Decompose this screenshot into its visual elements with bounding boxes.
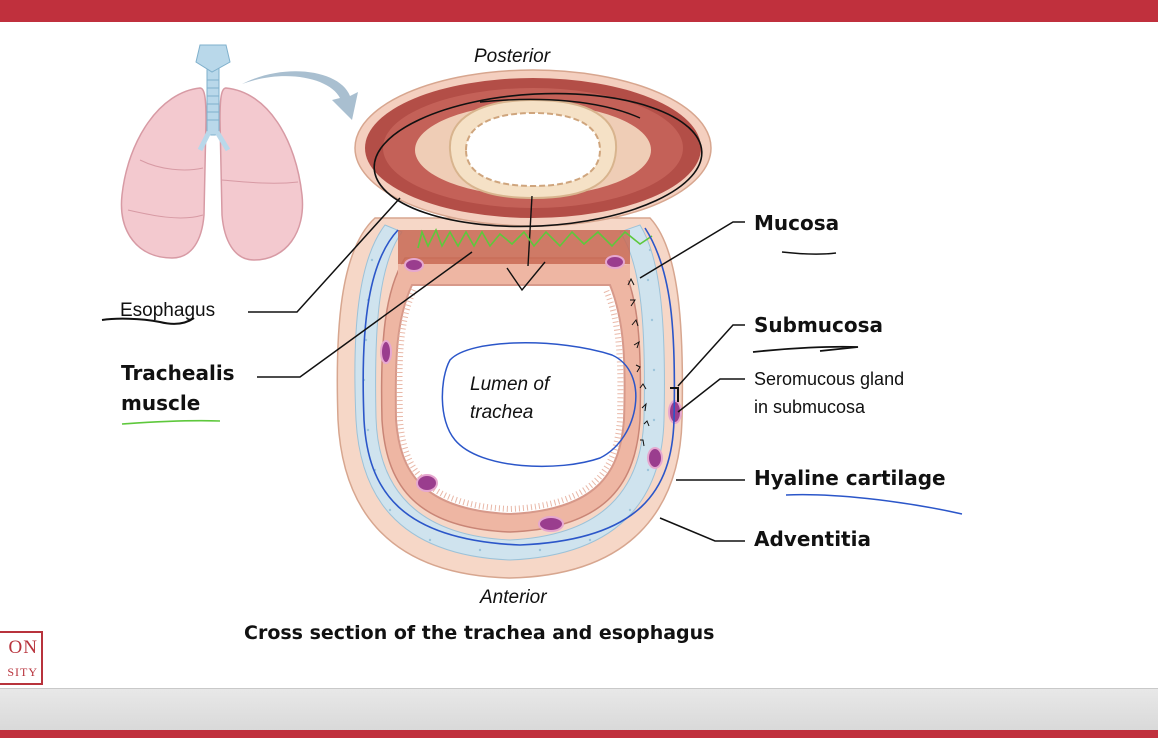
figure-caption: Cross section of the trachea and esophag… bbox=[244, 622, 715, 644]
lumen-circle-annotation bbox=[441, 342, 637, 468]
lumen-label-line1: Lumen of bbox=[470, 374, 550, 395]
arrow-icon bbox=[242, 71, 358, 120]
tracheal-lumen bbox=[394, 284, 626, 516]
esophagus-circle-annotation bbox=[373, 92, 703, 228]
trachealis-muscle bbox=[398, 230, 630, 264]
submucosa-scribbles bbox=[627, 277, 650, 447]
leader-lines bbox=[248, 197, 745, 542]
hyaline-cartilage bbox=[354, 224, 665, 561]
lungs-illustration bbox=[120, 44, 304, 261]
mucosa-label: Mucosa bbox=[754, 211, 840, 235]
submucosa-label: Submucosa bbox=[754, 313, 884, 337]
lumen-label-line2: trachea bbox=[470, 402, 534, 423]
trachealis-label-line2: muscle bbox=[121, 391, 201, 415]
bottom-bar bbox=[0, 730, 1158, 738]
esophagus-label: Esophagus bbox=[120, 300, 216, 321]
logo-text-line2: SITY bbox=[7, 665, 38, 679]
hyaline-cartilage-label: Hyaline cartilage bbox=[754, 466, 946, 490]
footer-strip bbox=[0, 688, 1158, 731]
university-logo: ON SITY bbox=[0, 631, 43, 685]
trachealis-zigzag-annotation bbox=[417, 228, 653, 249]
trachealis-label-line1: Trachealis bbox=[121, 361, 235, 385]
seromucous-label-line1: Seromucous gland bbox=[754, 369, 905, 389]
adventitia-label: Adventitia bbox=[754, 527, 871, 551]
seromucous-glands bbox=[380, 255, 682, 532]
posterior-label: Posterior bbox=[474, 46, 551, 67]
cartilage-trace-annotation bbox=[362, 227, 676, 546]
seromucous-label-line2: in submucosa bbox=[754, 397, 866, 417]
header-bar bbox=[0, 0, 1158, 22]
logo-text-line1: ON bbox=[8, 637, 38, 658]
anterior-label: Anterior bbox=[480, 587, 547, 608]
